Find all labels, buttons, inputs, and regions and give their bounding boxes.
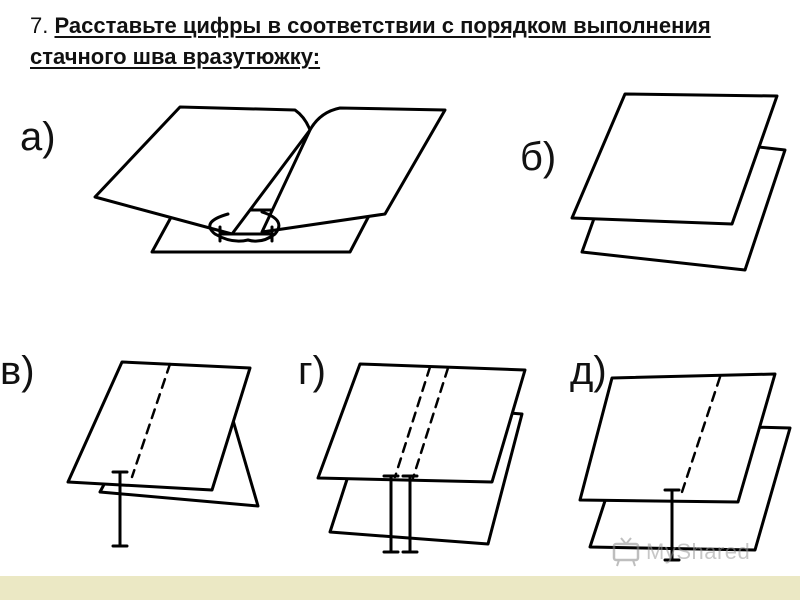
- figure-a-pressed-seam: [93, 105, 447, 254]
- figure-b-layers: [570, 92, 787, 272]
- label-g: г): [298, 349, 326, 393]
- label-v: в): [0, 349, 35, 393]
- tv-screen-icon: [612, 537, 640, 567]
- label-a: а): [20, 115, 56, 159]
- figure-g-double-stitch: [316, 362, 527, 554]
- illustration-area: а) б) в) г) д): [0, 72, 800, 576]
- label-b: б): [520, 135, 556, 179]
- watermark-logo: MyShared: [612, 532, 750, 572]
- figure-v-single-stitch: [66, 360, 260, 548]
- task-number: 7.: [30, 13, 49, 38]
- figure-d-stitch: [578, 372, 792, 562]
- bottom-band: [0, 576, 800, 600]
- watermark-text: MyShared: [646, 539, 751, 564]
- task-text: Расставьте цифры в соответствии с порядк…: [30, 13, 711, 69]
- title-band: [0, 0, 800, 78]
- label-d: д): [570, 349, 607, 393]
- task-title: 7. Расставьте цифры в соответствии с пор…: [30, 10, 790, 72]
